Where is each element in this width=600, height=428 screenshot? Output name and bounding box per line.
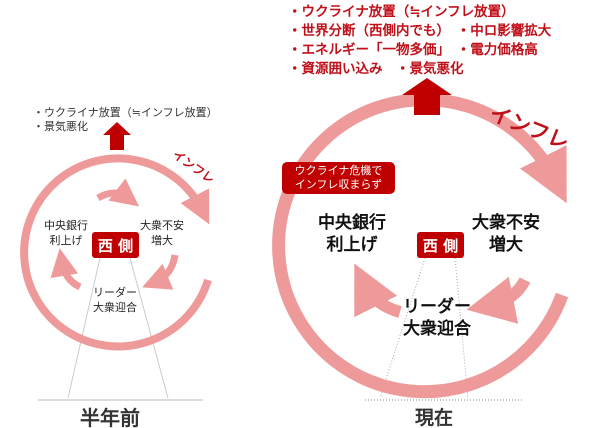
left-node-anxiety: 大衆不安増大 bbox=[140, 219, 184, 247]
right-cycle-arrow bbox=[466, 276, 531, 324]
left-cycle-arrow bbox=[96, 178, 140, 207]
right-perspective-line bbox=[379, 257, 426, 399]
right-perspective-line bbox=[454, 257, 469, 399]
left-inflation-ring bbox=[20, 154, 212, 351]
bullet: ・世界分断（西側内でも） ・中ロ影響拡大 bbox=[288, 23, 552, 39]
callout-box bbox=[282, 162, 395, 194]
right-inflation-ring bbox=[272, 93, 569, 399]
right-node-central-bank: 中央銀行利上げ bbox=[318, 213, 386, 255]
callout-text: ウクライナ危機でインフレ収まらず bbox=[294, 164, 383, 191]
bullet: ・エネルギー「一物多価」 ・電力価格高 bbox=[288, 42, 538, 58]
right-cycle-arrow bbox=[354, 263, 402, 318]
right-node-anxiety: 大衆不安増大 bbox=[472, 213, 540, 255]
left-cycle-arrow bbox=[142, 254, 179, 290]
left-node-leader: リーダー大衆迎合 bbox=[93, 286, 137, 314]
right-center-box bbox=[417, 232, 464, 258]
left-caption: 半年前 bbox=[80, 406, 140, 428]
right-caption: 現在 bbox=[415, 407, 454, 428]
bullet: ・ウクライナ放置（≒インフレ放置） bbox=[33, 106, 218, 119]
left-up-arrow bbox=[103, 122, 131, 150]
right-up-arrow bbox=[402, 78, 452, 115]
bullet: ・資源囲い込み ・景気悪化 bbox=[288, 61, 464, 77]
left-center-label: 西 側 bbox=[97, 237, 134, 255]
right-node-leader: リーダー大衆迎合 bbox=[403, 297, 471, 339]
left-perspective-line bbox=[129, 257, 169, 399]
left-node-central-bank: 中央銀行利上げ bbox=[44, 219, 88, 247]
right-bullets: ・ウクライナ放置（≒インフレ放置） ・世界分断（西側内でも） ・中ロ影響拡大 ・… bbox=[288, 3, 551, 79]
left-perspective-line bbox=[67, 257, 101, 399]
left-bullets: ・ウクライナ放置（≒インフレ放置） ・景気悪化 bbox=[33, 106, 218, 134]
left-cycle-arrow bbox=[50, 248, 82, 291]
right-center-label: 西 側 bbox=[422, 237, 459, 255]
bullet: ・ウクライナ放置（≒インフレ放置） bbox=[288, 4, 515, 20]
left-center-box bbox=[92, 232, 139, 258]
bullet: ・景気悪化 bbox=[33, 120, 88, 133]
